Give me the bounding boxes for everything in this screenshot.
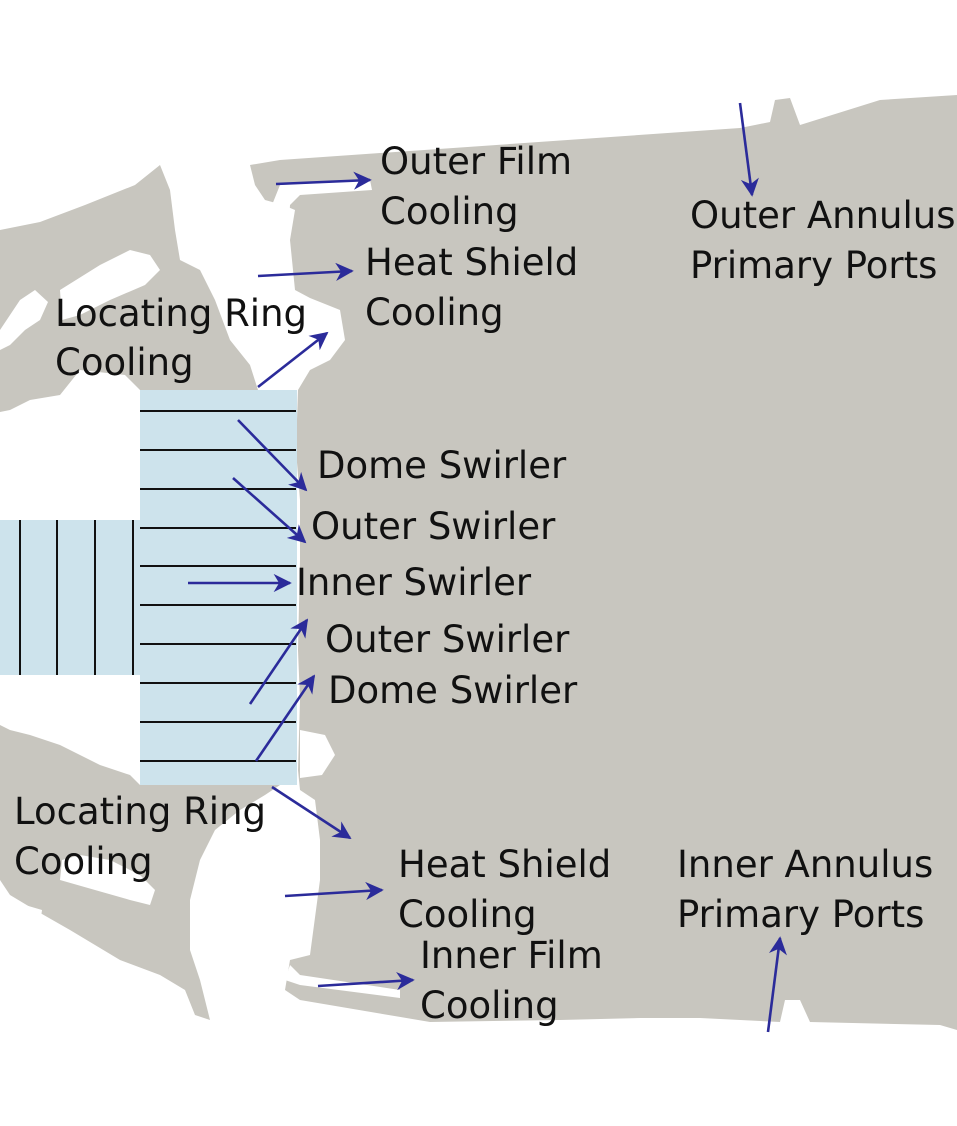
outer-swirler-bottom-arrow — [248, 618, 309, 705]
inner-film-cooling-label-line2: Cooling — [420, 984, 559, 1027]
locating-ring-top-label-line1: Locating Ring — [55, 292, 307, 335]
combustor-liner-body — [250, 95, 957, 1030]
locating-ring-bottom-arrow — [271, 785, 352, 840]
heat-shield-bottom-label-line1: Heat Shield — [398, 843, 611, 886]
lower-dome-gap — [300, 730, 335, 778]
locating-ring-bottom-label-line2: Cooling — [14, 840, 153, 883]
dome-swirler-bottom-label: Dome Swirler — [328, 669, 578, 712]
inner-film-arrow — [317, 971, 415, 991]
outer-swirler-top-label: Outer Swirler — [311, 505, 556, 548]
lower-dome-cavity — [60, 855, 155, 905]
outer-annulus-arrow — [738, 102, 759, 197]
upper-dome-slot — [0, 290, 48, 350]
outer-film-cooling-label-line2: Cooling — [380, 190, 519, 233]
inner-film-cooling-label-line1: Inner Film — [420, 934, 603, 977]
outer-annulus-label-line1: Outer Annulus — [690, 194, 956, 237]
heat-shield-bottom-arrow — [284, 881, 384, 901]
heat-shield-bottom-label-line2: Cooling — [398, 893, 537, 936]
swirler-assembly — [140, 390, 297, 785]
locating-ring-top-label-line2: Cooling — [55, 341, 194, 384]
lower-dome-cowl — [0, 725, 280, 1020]
fuel-injector-stem — [0, 520, 140, 675]
outer-film-arrow — [275, 171, 372, 190]
dome-swirler-top-label: Dome Swirler — [317, 444, 567, 487]
inner-annulus-label-line2: Primary Ports — [677, 893, 924, 936]
inner-swirler-label: Inner Swirler — [296, 561, 532, 604]
heat-shield-top-label-line1: Heat Shield — [365, 241, 578, 284]
inner-cooling-slot — [285, 965, 400, 998]
outer-swirler-top-arrow — [232, 477, 307, 544]
outer-film-cooling-label-line1: Outer Film — [380, 140, 572, 183]
outer-cooling-slot — [272, 180, 372, 290]
dome-swirler-top-arrow — [237, 419, 308, 492]
heat-shield-top-label-line2: Cooling — [365, 291, 504, 334]
upper-dome-cavity — [60, 250, 160, 320]
inner-annulus-arrow — [766, 936, 787, 1033]
dome-swirler-bottom-arrow — [254, 674, 316, 762]
locating-ring-bottom-label-line1: Locating Ring — [14, 790, 266, 833]
locating-ring-top-arrow — [257, 331, 329, 389]
outer-annulus-label-line2: Primary Ports — [690, 244, 937, 287]
lower-dome-slot — [0, 905, 42, 935]
heat-shield-top-arrow — [257, 262, 354, 281]
inner-annulus-label-line1: Inner Annulus — [677, 843, 933, 886]
outer-swirler-bottom-label: Outer Swirler — [325, 618, 570, 661]
